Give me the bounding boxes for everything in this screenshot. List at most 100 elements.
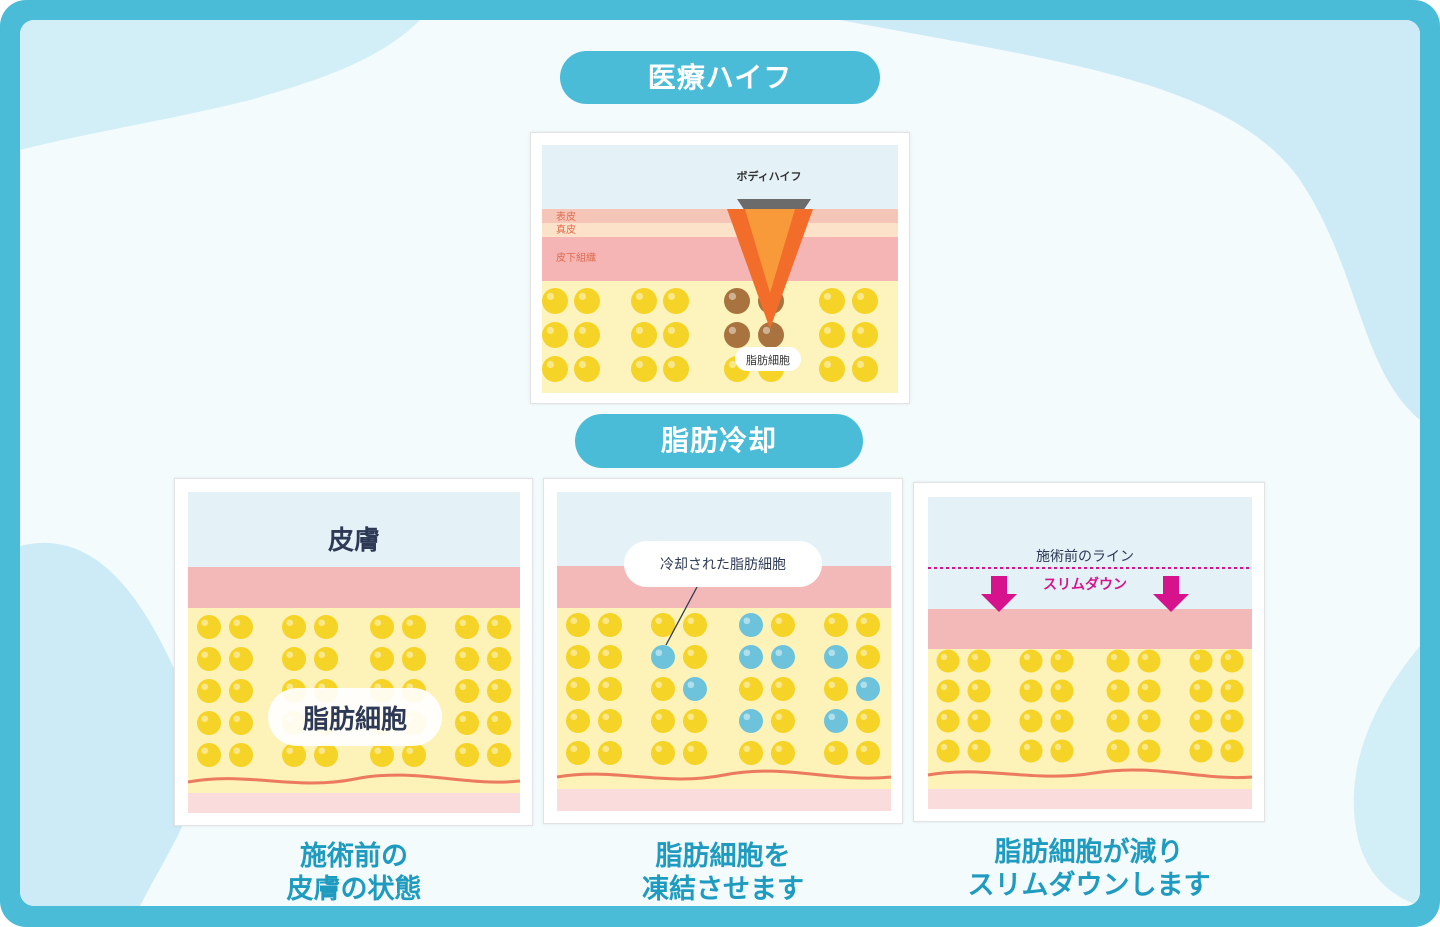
fat-cell (739, 709, 763, 733)
epidermis-label: 表皮 (556, 210, 576, 223)
fat-cell-highlight (856, 292, 865, 301)
fat-cell (574, 322, 600, 348)
fat-cell-highlight (635, 326, 644, 335)
fat-label-bubble (268, 688, 442, 746)
fat-cell-highlight (940, 713, 948, 721)
fat-cell-highlight (860, 617, 868, 625)
fat-cell-highlight (286, 747, 294, 755)
fat-cell (197, 711, 221, 735)
fat-cell (402, 743, 426, 767)
fat-cell (455, 711, 479, 735)
fat-cell (663, 288, 689, 314)
fat-cell (1137, 679, 1161, 703)
fat-cell (936, 709, 960, 733)
caption-freezing: 脂肪細胞を 凍結させます (583, 840, 863, 906)
fat-cell-highlight (1224, 653, 1232, 661)
fat-cell (542, 288, 568, 314)
fat-cell (598, 741, 622, 765)
fat-cell (566, 677, 590, 701)
fat-cell (651, 613, 675, 637)
fat-cell-highlight (1023, 653, 1031, 661)
fat-cell-highlight (286, 619, 294, 627)
fat-cell (824, 645, 848, 669)
fat-cell-highlight (1193, 683, 1201, 691)
fat-cell-highlight (546, 360, 555, 369)
fat-cell-highlight (1141, 743, 1149, 751)
fat-cell-highlight (823, 326, 832, 335)
fat-cell (229, 679, 253, 703)
down-arrow-icon (1153, 576, 1189, 612)
fat-cell-highlight (971, 743, 979, 751)
fat-cell-highlight (286, 683, 294, 691)
epidermis-layer (542, 209, 898, 223)
fat-cell (739, 613, 763, 637)
fat-cell (197, 647, 221, 671)
fat-cell (1019, 649, 1043, 673)
fat-cell (1137, 649, 1161, 673)
fat-cell (598, 645, 622, 669)
fat-cell (598, 677, 622, 701)
fat-cell-highlight (728, 326, 737, 335)
hifu-diagram: ボディハイフ 表皮 真皮 皮下組織 脂肪細胞 (542, 145, 898, 393)
fat-cell (542, 322, 568, 348)
fat-cell (856, 645, 880, 669)
fat-cell-highlight (728, 360, 737, 369)
fat-cell-highlight (1193, 653, 1201, 661)
fat-cell (663, 356, 689, 382)
fat-cell-highlight (940, 653, 948, 661)
fat-cell (739, 645, 763, 669)
fat-cell (852, 356, 878, 382)
fat-cell (771, 645, 795, 669)
background-blob-top-right (840, 20, 1420, 420)
fat-cell (455, 743, 479, 767)
fat-cell-highlight (1023, 683, 1031, 691)
fat-cell (819, 288, 845, 314)
background-blob-bottom-right (1353, 646, 1420, 906)
fat-cell-highlight (233, 715, 241, 723)
fat-cell (574, 356, 600, 382)
fat-cell (566, 645, 590, 669)
fat-cell-highlight (233, 747, 241, 755)
fat-cell (197, 615, 221, 639)
fat-cell (542, 356, 568, 382)
background-blob-bottom-left (20, 542, 200, 906)
fat-cell-highlight (233, 683, 241, 691)
fat-cell (455, 615, 479, 639)
fat-cell (758, 322, 784, 348)
fat-cell (771, 613, 795, 637)
fat-cell-highlight (459, 683, 467, 691)
fat-cell (1019, 679, 1043, 703)
fat-cell-highlight (1110, 653, 1118, 661)
fat-cell (1137, 739, 1161, 763)
fat-cell (631, 288, 657, 314)
fat-cell-highlight (491, 619, 499, 627)
fat-cell-highlight (971, 683, 979, 691)
fat-cell (819, 356, 845, 382)
ultrasound-beam-core (745, 209, 795, 293)
fat-cell-highlight (374, 747, 382, 755)
skin-label: 皮膚 (328, 525, 380, 555)
callout-bubble (624, 541, 822, 587)
air-layer (542, 145, 898, 209)
fat-cell (967, 649, 991, 673)
fat-cell (967, 739, 991, 763)
fat-cell (631, 356, 657, 382)
fat-cell (282, 647, 306, 671)
fat-cell-highlight (655, 745, 663, 753)
fat-cell (566, 613, 590, 637)
callout-label: 冷却された脂肪細胞 (660, 556, 786, 572)
fat-cell (824, 613, 848, 637)
fat-cell-highlight (687, 617, 695, 625)
fat-cell-highlight (828, 617, 836, 625)
muscle-layer (557, 789, 891, 811)
fat-cell-highlight (823, 292, 832, 301)
fat-cell-highlight (570, 745, 578, 753)
fat-cell-group (936, 649, 1244, 763)
skin-layer (188, 567, 520, 608)
fat-cell-highlight (201, 715, 209, 723)
fat-cell-highlight (406, 619, 414, 627)
fat-cell-label: 脂肪細胞 (746, 353, 790, 367)
fat-cell (1050, 739, 1074, 763)
fat-cell-highlight (1023, 713, 1031, 721)
fat-cell-highlight (655, 713, 663, 721)
